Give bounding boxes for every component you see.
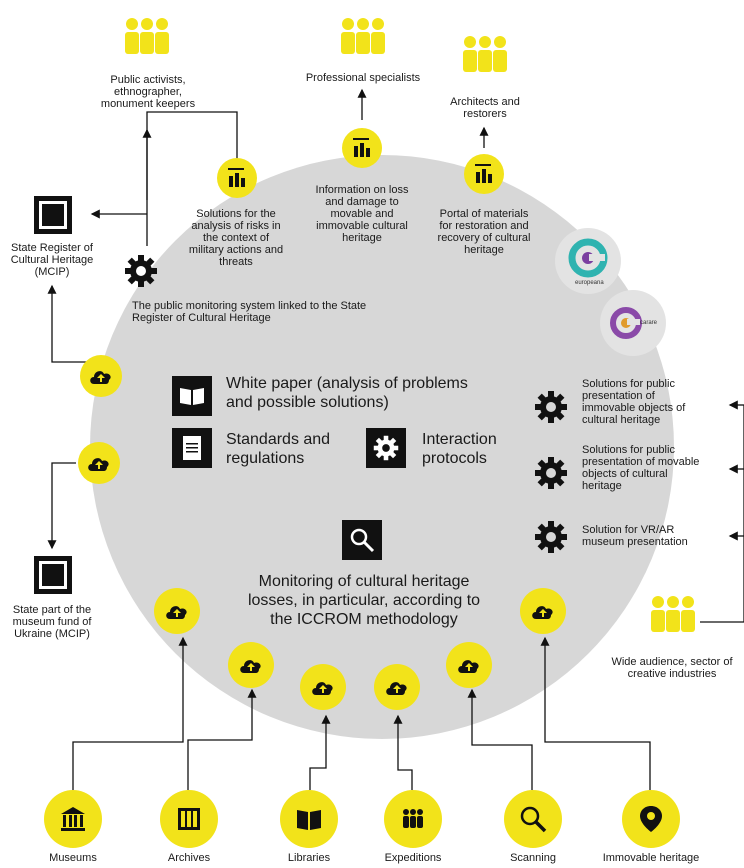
upload-node-left-mid[interactable] — [78, 442, 120, 484]
upload-node-museums[interactable] — [154, 588, 200, 634]
line-museums — [72, 636, 188, 790]
label-archives: Archives — [167, 852, 211, 864]
line-expeditions — [393, 714, 413, 790]
upload-node-left-top[interactable] — [80, 355, 122, 397]
book-icon — [297, 810, 321, 830]
cloud-upload-icon — [240, 660, 261, 673]
museum-icon — [61, 807, 85, 831]
upload-node-scanning[interactable] — [446, 642, 492, 688]
magnifier-icon-monitoring — [342, 520, 382, 560]
gear-icon-protocols — [366, 428, 406, 468]
label-museum-fund: State part of the museum fund of Ukraine… — [12, 604, 92, 640]
line-scanning — [467, 688, 533, 790]
label-risk-analysis: Solutions for the analysis of risks in t… — [188, 208, 284, 268]
bar-chart-icon — [228, 168, 245, 187]
restoration-portal-node[interactable] — [464, 154, 504, 194]
label-vr-presentation: Solution for VR/AR museum presentation — [582, 524, 688, 548]
carare-logo-text: carare — [640, 320, 658, 326]
cloud-upload-icon — [458, 660, 479, 673]
label-loss-information: Information on loss and damage to movabl… — [315, 184, 409, 244]
risk-analysis-node[interactable] — [217, 158, 257, 198]
carare-logo: carare — [600, 290, 666, 356]
cloud-upload-icon — [166, 606, 187, 619]
label-professional-specialists: Professional specialists — [305, 72, 421, 84]
line-to-state-register — [47, 284, 100, 363]
source-museums[interactable] — [44, 790, 102, 848]
label-restoration-portal: Portal of materials for restoration and … — [437, 208, 531, 256]
cloud-upload-icon — [532, 606, 553, 619]
upload-node-immovable[interactable] — [520, 588, 566, 634]
people-icon-specialists — [341, 18, 385, 54]
loss-information-node[interactable] — [342, 128, 382, 168]
label-movable-presentation: Solutions for public presentation of mov… — [582, 444, 700, 492]
label-wide-audience: Wide audience, sector of creative indust… — [611, 656, 733, 680]
gear-icon-monitoring-system — [125, 255, 157, 287]
label-architects: Architects and restorers — [450, 96, 520, 120]
source-immovable-heritage[interactable] — [622, 790, 680, 848]
line-archives — [187, 688, 257, 790]
label-museums: Museums — [49, 852, 97, 864]
cloud-upload-icon — [90, 371, 111, 384]
monitoring-text: Monitoring of cultural heritage losses, … — [247, 573, 481, 628]
label-expeditions: Expeditions — [384, 852, 442, 864]
line-libraries — [309, 714, 331, 790]
white-paper-text: White paper (analysis of problems and po… — [226, 375, 468, 411]
bar-chart-icon — [475, 164, 492, 183]
label-state-register: State Register of Cultural Heritage (MCI… — [10, 242, 94, 278]
upload-node-libraries[interactable] — [300, 664, 346, 710]
cloud-upload-icon — [88, 458, 109, 471]
source-archives[interactable] — [160, 790, 218, 848]
cloud-upload-icon — [312, 682, 333, 695]
protocols-text: Interaction protocols — [422, 431, 497, 467]
label-scanning: Scanning — [510, 852, 556, 864]
label-immovable-presentation: Solutions for public presentation of imm… — [582, 378, 686, 426]
state-register-icon — [34, 196, 72, 234]
standards-text: Standards and regulations — [226, 431, 331, 467]
museum-fund-icon — [34, 556, 72, 594]
gear-icon-immovable-presentation — [535, 391, 567, 423]
line-immovable — [540, 636, 651, 790]
source-scanning[interactable] — [504, 790, 562, 848]
line-to-museum-fund — [47, 462, 76, 550]
people-icon-activists — [125, 18, 169, 54]
label-monitoring-system: The public monitoring system linked to t… — [132, 300, 367, 324]
document-icon — [172, 428, 212, 468]
source-libraries[interactable] — [280, 790, 338, 848]
archive-shelf-icon — [178, 808, 200, 830]
europeana-logo: europeana — [555, 228, 621, 294]
label-immovable-heritage: Immovable heritage — [602, 852, 700, 864]
gear-icon-vr-presentation — [535, 521, 567, 553]
gear-icon-movable-presentation — [535, 457, 567, 489]
upload-node-expeditions[interactable] — [374, 664, 420, 710]
magnifier-icon — [520, 806, 547, 833]
cloud-upload-icon — [386, 682, 407, 695]
upload-node-archives[interactable] — [228, 642, 274, 688]
label-libraries: Libraries — [287, 852, 331, 864]
people-icon-wide-audience — [651, 596, 695, 632]
source-expeditions[interactable] — [384, 790, 442, 848]
location-pin-icon — [640, 806, 662, 832]
europeana-logo-text: europeana — [575, 280, 604, 286]
people-icon-architects — [463, 36, 507, 72]
bar-chart-icon — [353, 138, 370, 157]
label-public-activists: Public activists, ethnographer, monument… — [100, 74, 196, 110]
open-book-icon — [172, 376, 212, 416]
people-group-icon — [403, 809, 423, 828]
